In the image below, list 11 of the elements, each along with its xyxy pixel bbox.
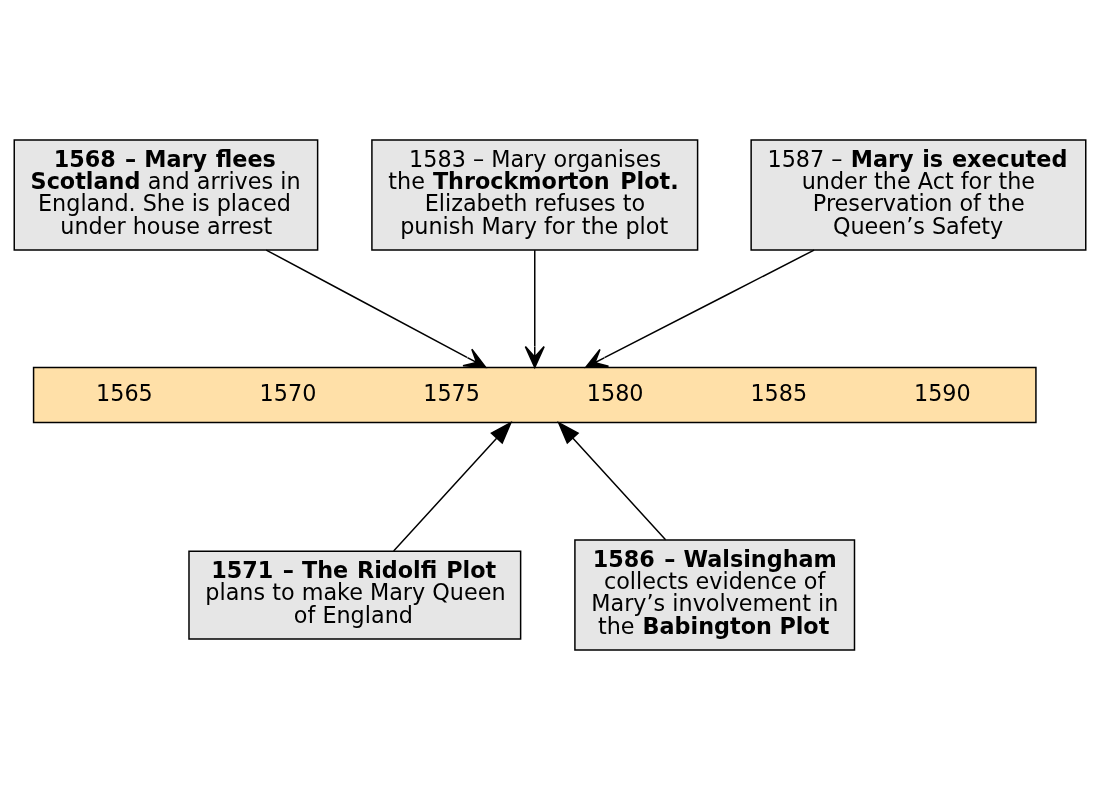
- node-box: 1586 – Walsingham collects evidence of Mary’s involvement in the Babington Plot: [574, 539, 856, 651]
- arrow: [524, 249, 545, 369]
- node-box: 1568 – Mary flees Scotland and arrives in England. She is placed under house arrest: [13, 139, 319, 251]
- node-box: 1571 – The Ridolfi Plot plans to make Mary Queen of England: [188, 550, 522, 640]
- node-box: 1587 – Mary is executed under the Act for the Preservation of the Queen’s Safety: [750, 139, 1087, 251]
- node-box: 1565 1570 1575 1580 1585 1590: [32, 366, 1037, 424]
- node-box: 1583 – Mary organises the Throckmorton Plot. Elizabeth refuses to punish Mary for the plot: [371, 139, 699, 251]
- arrow: [557, 421, 667, 541]
- arrow: [392, 421, 513, 552]
- arrow: [265, 249, 487, 369]
- arrow: [584, 249, 815, 369]
